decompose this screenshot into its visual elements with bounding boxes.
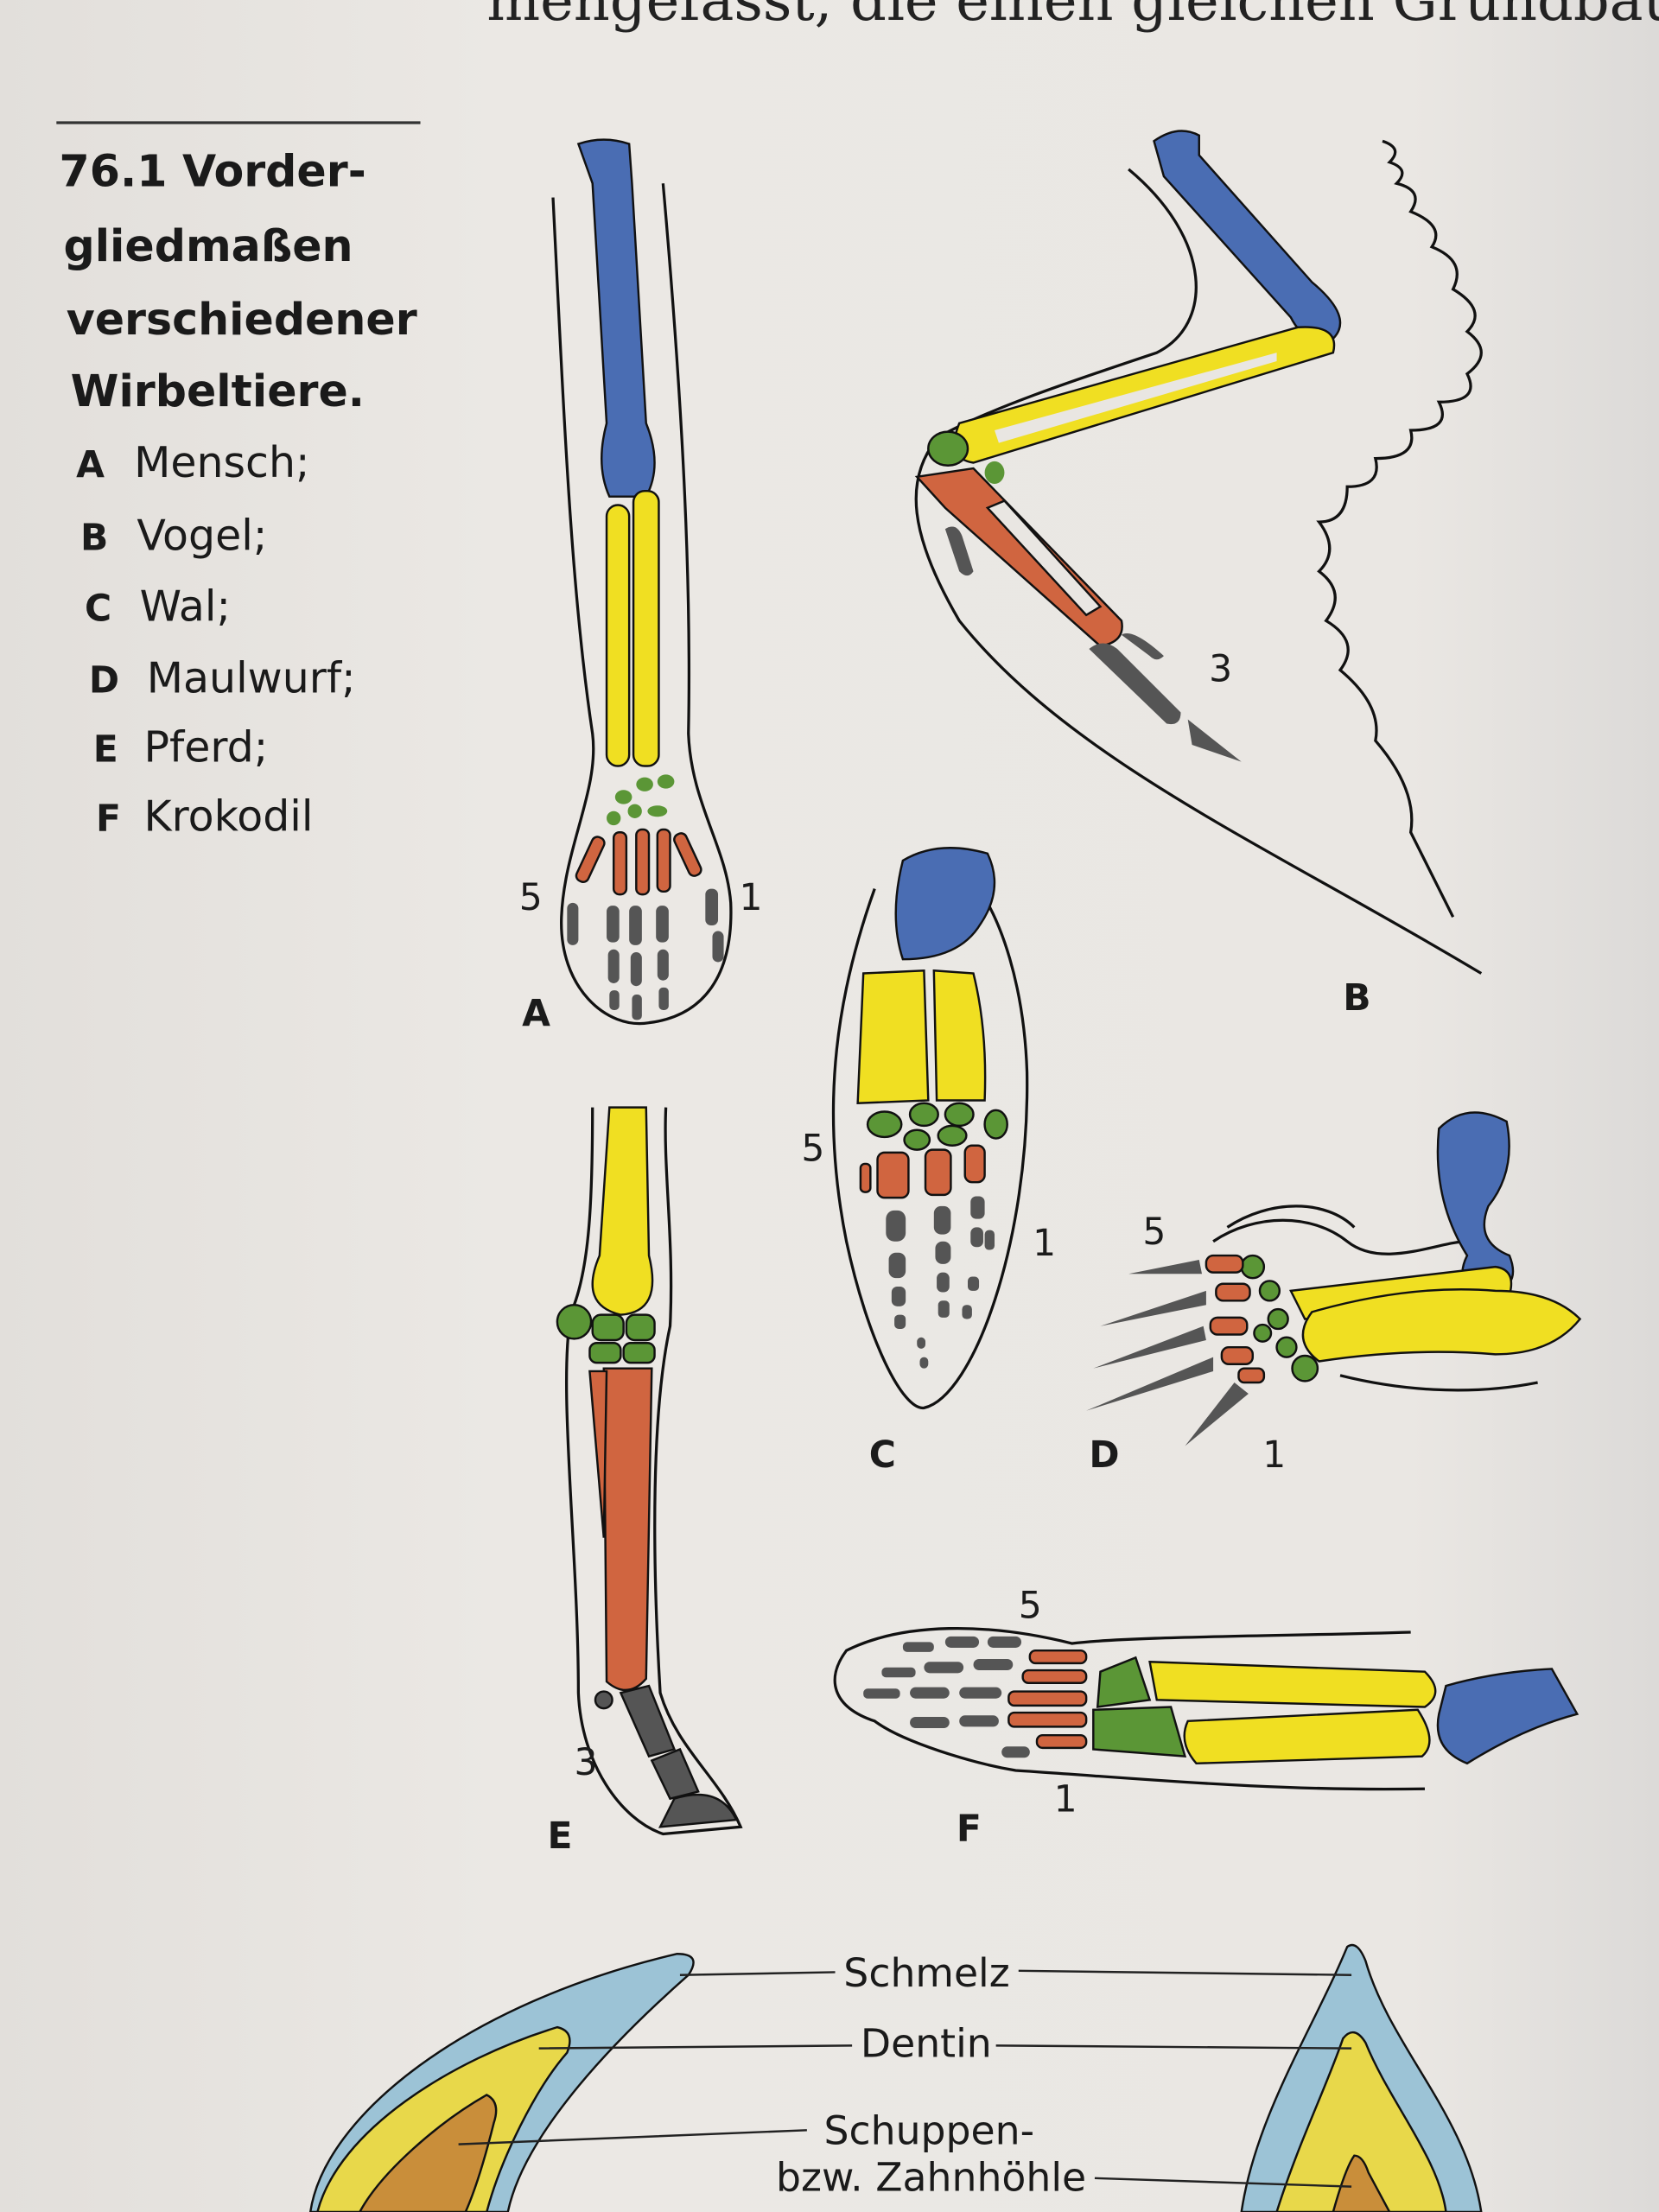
caption-title-line: gliedmaßen: [63, 220, 353, 271]
leader-lines: [458, 1969, 1352, 2188]
left-tooth-pulp: [358, 2094, 498, 2212]
legend-letter: B: [80, 518, 108, 560]
legend-label: Vogel;: [137, 512, 267, 561]
tooth-diagram: Schmelz Dentin Schuppen- bzw. Zahnhöhle: [308, 1943, 1483, 2212]
carpals: [1092, 1656, 1187, 1758]
legend-letter: A: [76, 444, 105, 486]
ulna: [1301, 1288, 1582, 1363]
radius: [591, 1106, 654, 1316]
metacarpals: [1205, 1254, 1266, 1384]
digit-label-5: 5: [1019, 1586, 1042, 1628]
legend-letter: D: [89, 660, 119, 702]
digit-label-1: 1: [740, 877, 763, 919]
radius: [1183, 1708, 1431, 1765]
radius: [605, 504, 631, 767]
humerus: [1436, 1668, 1580, 1765]
humerus: [1436, 1111, 1515, 1297]
legend-letter: F: [96, 798, 121, 841]
legend-label: Pferd;: [144, 723, 269, 772]
digit-label-1: 1: [1262, 1434, 1286, 1477]
phalanges: [594, 1684, 739, 1828]
legend-letter: E: [93, 729, 118, 772]
carpals: [1240, 1254, 1319, 1382]
caption-title-line: 76.1 Vorder-: [60, 146, 366, 197]
carpals: [866, 1102, 1008, 1151]
humerus: [894, 847, 996, 961]
legend-label: Wal;: [140, 582, 231, 631]
phalanges: [567, 888, 724, 1020]
label-dentin: Dentin: [861, 2020, 992, 2066]
carpals: [984, 461, 1005, 484]
label-schmelz: Schmelz: [843, 1950, 1009, 1996]
digit-label-5: 5: [801, 1128, 824, 1171]
ulna: [932, 969, 987, 1102]
carpals: [927, 430, 969, 467]
panel-letter-d: D: [1089, 1434, 1119, 1477]
panel-b-bird-wing: 3 B: [914, 130, 1483, 1020]
legend-letter: C: [85, 588, 111, 630]
phalanges: [863, 1636, 1030, 1758]
metacarpal-gap: [985, 499, 1103, 617]
digit-label-3: 3: [1209, 649, 1232, 691]
phalanges: [1089, 633, 1242, 762]
metacarpals: [1007, 1649, 1088, 1750]
ulna: [1148, 1660, 1437, 1708]
radius-ulna-gap: [995, 353, 1277, 443]
phalanges: [944, 526, 974, 576]
ulna: [632, 489, 660, 767]
legend-label: Mensch;: [134, 438, 309, 487]
legend-label: Maulwurf;: [147, 654, 356, 703]
right-tooth-pulp: [1332, 2154, 1391, 2212]
legend-label: Krokodil: [144, 792, 314, 842]
digit-label-5: 5: [1142, 1211, 1166, 1254]
left-tooth-dentin: [316, 2025, 571, 2212]
limb-outline: [833, 1626, 1426, 1791]
legend: A Mensch; B Vogel; C Wal; D Maulwurf; E …: [76, 438, 355, 842]
radius: [856, 969, 930, 1105]
caption-title-line: Wirbeltiere.: [71, 365, 365, 416]
panel-d-mole-forelimb: 5 1 D: [1086, 1111, 1582, 1477]
right-tooth-dentin: [1275, 2031, 1447, 2212]
flipper-outline: [831, 880, 1029, 1410]
carpals: [556, 1303, 656, 1364]
metacarpals: [914, 467, 1123, 648]
arm-outline: [551, 183, 733, 1026]
wing-outline: [914, 168, 1483, 975]
panel-letter-a: A: [522, 993, 550, 1035]
panel-a-human-arm: 5 1 A: [519, 138, 763, 1035]
digit-label-3: 3: [574, 1742, 597, 1784]
metacarpals: [859, 1144, 986, 1199]
panel-f-crocodile-forelimb: 5 1 F: [833, 1586, 1580, 1851]
panel-letter-f: F: [957, 1808, 982, 1851]
humerus: [576, 138, 656, 498]
digit-label-5: 5: [519, 877, 543, 919]
feather-outline: [1316, 139, 1483, 918]
panel-letter-e: E: [547, 1815, 572, 1858]
limb-outline: [1212, 1205, 1538, 1392]
metacarpals: [575, 828, 702, 896]
panel-letter-c: C: [869, 1434, 896, 1477]
splint-bone: [588, 1370, 608, 1538]
label-schuppen: Schuppen-: [823, 2108, 1034, 2154]
phalanges: [886, 1196, 995, 1369]
digit-label-1: 1: [1033, 1223, 1056, 1265]
panel-e-horse-leg: 3 E: [547, 1106, 743, 1858]
label-zahnhoehle: bzw. Zahnhöhle: [776, 2155, 1086, 2201]
metacarpals: [602, 1367, 653, 1692]
carpals: [607, 774, 675, 826]
caption-title-line: verschiedener: [67, 294, 417, 345]
header-text: mengefasst, die einen gleichen Grundbaup…: [486, 0, 1659, 34]
panel-c-whale-flipper: 5 1 C: [801, 847, 1056, 1477]
panel-letter-b: B: [1343, 977, 1370, 1020]
digit-label-1: 1: [1054, 1778, 1077, 1821]
